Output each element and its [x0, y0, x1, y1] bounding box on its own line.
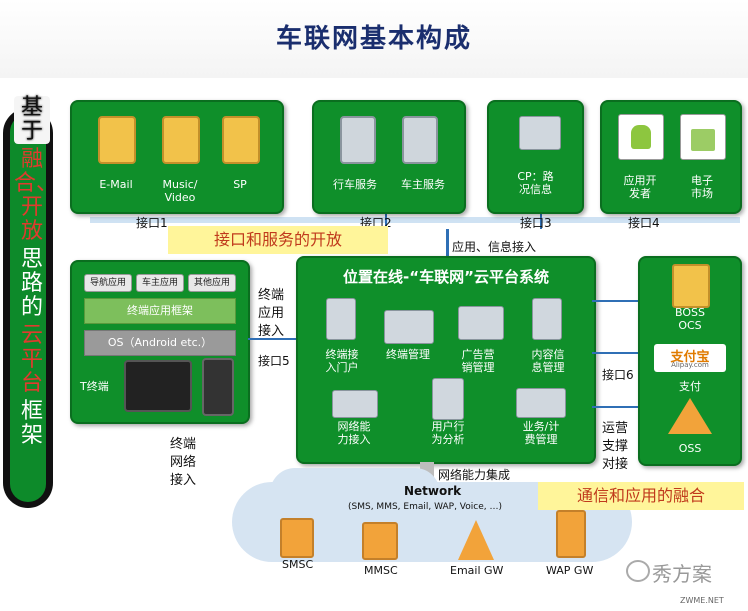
terminal-box: 导航应用 车主应用 其他应用 终端应用框架 OS（Android etc.） T… [70, 260, 250, 424]
banner-part2: 融合、开放 [14, 147, 59, 244]
top-connector [90, 217, 740, 223]
music-video-icon [162, 116, 200, 164]
email-gw-icon [458, 520, 494, 560]
label-cp-traffic: CP：路 况信息 [517, 170, 554, 196]
terminal-app-access-label: 终端 应用 接入 [258, 288, 285, 339]
sp-icon [222, 116, 260, 164]
phone-icon [202, 358, 234, 416]
link-3 [540, 207, 542, 229]
label-sp: SP [233, 178, 247, 191]
os-layer: OS（Android etc.） [84, 330, 236, 356]
market-bag-icon [680, 114, 726, 160]
cloud-platform-box: 位置在线-“车联网”云平台系统 终端接 入门户 终端管理 广告营 销管理 内容信… [296, 256, 596, 464]
banner-part4: 云平台 [20, 323, 43, 396]
diagram-title: 车联网基本构成 [275, 24, 472, 54]
tab-nav-app: 导航应用 [84, 274, 132, 292]
banner-part5: 框架 [20, 399, 43, 448]
billing-server-icon [516, 388, 566, 418]
service-box-sp: E-Mail Music/ Video SP [70, 100, 284, 214]
network-title: Network [404, 484, 462, 498]
link-right-1 [592, 300, 638, 302]
link-right-3 [592, 406, 638, 408]
network-subtitle: (SMS, MMS, Email, WAP, Voice, …) [348, 502, 502, 512]
boss-icon [672, 264, 710, 308]
email-gw-label: Email GW [450, 564, 504, 577]
module-terminal-mgmt: 终端管理 [386, 348, 430, 361]
ad-server-icon [458, 306, 504, 340]
operations-box: BOSS OCS 支付宝 Alipay.com 支付 OSS [638, 256, 742, 466]
label-e-market: 电子 市场 [691, 174, 713, 200]
portal-server-icon [326, 298, 356, 340]
mgmt-server-icon [384, 310, 434, 344]
banner-part1: 基于 [14, 96, 50, 144]
ops-support-label: 运营 支撑 对接 [602, 421, 629, 472]
alipay-text: 支付宝 [670, 350, 710, 365]
network-server-icon [332, 390, 378, 418]
android-icon [618, 114, 664, 160]
label-driving-service: 行车服务 [333, 178, 377, 191]
cloud-platform-title: 位置在线-“车联网”云平台系统 [343, 268, 549, 286]
content-server-icon [532, 298, 562, 340]
banner-part3: 思路的 [20, 247, 43, 320]
computer-user-icon [519, 116, 561, 150]
left-banner-text: 基于 融合、开放 思路的 云平台 框架 [14, 96, 59, 448]
analysis-server-icon [432, 378, 464, 420]
terminal-net-access-label: 终端 网络 接入 [170, 437, 197, 488]
oss-icon [668, 398, 712, 434]
t-terminal-label: T终端 [80, 380, 109, 393]
module-network-access: 网络能 力接入 [337, 420, 371, 446]
interface-3-label: 接口3 [520, 216, 552, 230]
link-main [446, 229, 449, 259]
link-terminal-app [248, 338, 296, 340]
mmsc-label: MMSC [364, 564, 398, 577]
label-email: E-Mail [99, 178, 133, 191]
car-screen-icon [124, 360, 192, 412]
label-app-developer: 应用开 发者 [623, 174, 657, 200]
smsc-icon [280, 518, 314, 558]
interface-4-label: 接口4 [628, 216, 660, 230]
interface-1-label: 接口1 [136, 216, 168, 230]
left-banner [10, 114, 46, 502]
boss-ocs-label: BOSS OCS [675, 306, 705, 332]
service-box-market: 应用开 发者 电子 市场 [600, 100, 742, 214]
wechat-icon [626, 560, 650, 582]
app-info-access-label: 应用、信息接入 [452, 240, 537, 254]
module-ad-marketing: 广告营 销管理 [461, 348, 495, 374]
alipay-sub: Alipay.com [671, 361, 709, 369]
network-cloud-top [270, 468, 440, 518]
module-terminal-portal: 终端接 入门户 [325, 348, 359, 374]
alipay-logo: 支付宝 Alipay.com [654, 344, 726, 372]
label-owner-service: 车主服务 [401, 178, 445, 191]
highlight-fusion: 通信和应用的融合 [538, 482, 744, 510]
link-right-2 [592, 352, 638, 354]
highlight-open: 接口和服务的开放 [168, 226, 388, 254]
mmsc-icon [362, 522, 398, 560]
watermark-site: ZWME.NET [680, 596, 724, 605]
tab-owner-app: 车主应用 [136, 274, 184, 292]
interface-6-label: 接口6 [602, 368, 634, 382]
header-band [0, 0, 748, 78]
driving-service-icon [340, 116, 376, 164]
tab-other-app: 其他应用 [188, 274, 236, 292]
terminal-app-framework: 终端应用框架 [84, 298, 236, 324]
watermark-text: 秀方案 [652, 562, 712, 586]
module-billing: 业务/计 费管理 [522, 420, 560, 446]
interface-5-label: 接口5 [258, 354, 290, 368]
owner-service-icon [402, 116, 438, 164]
wap-gw-label: WAP GW [546, 564, 594, 577]
module-content-info: 内容信 息管理 [531, 348, 565, 374]
oss-label: OSS [678, 442, 702, 455]
wap-gw-icon [556, 510, 586, 558]
pay-label: 支付 [679, 380, 701, 393]
module-user-analysis: 用户行 为分析 [431, 420, 465, 446]
network-integration-label: 网络能力集成 [438, 468, 511, 482]
link-2 [385, 207, 387, 229]
service-box-driving: 行车服务 车主服务 [312, 100, 466, 214]
label-music-video: Music/ Video [162, 178, 198, 204]
service-box-cp: CP：路 况信息 [487, 100, 584, 214]
smsc-label: SMSC [282, 558, 314, 571]
email-icon [98, 116, 136, 164]
